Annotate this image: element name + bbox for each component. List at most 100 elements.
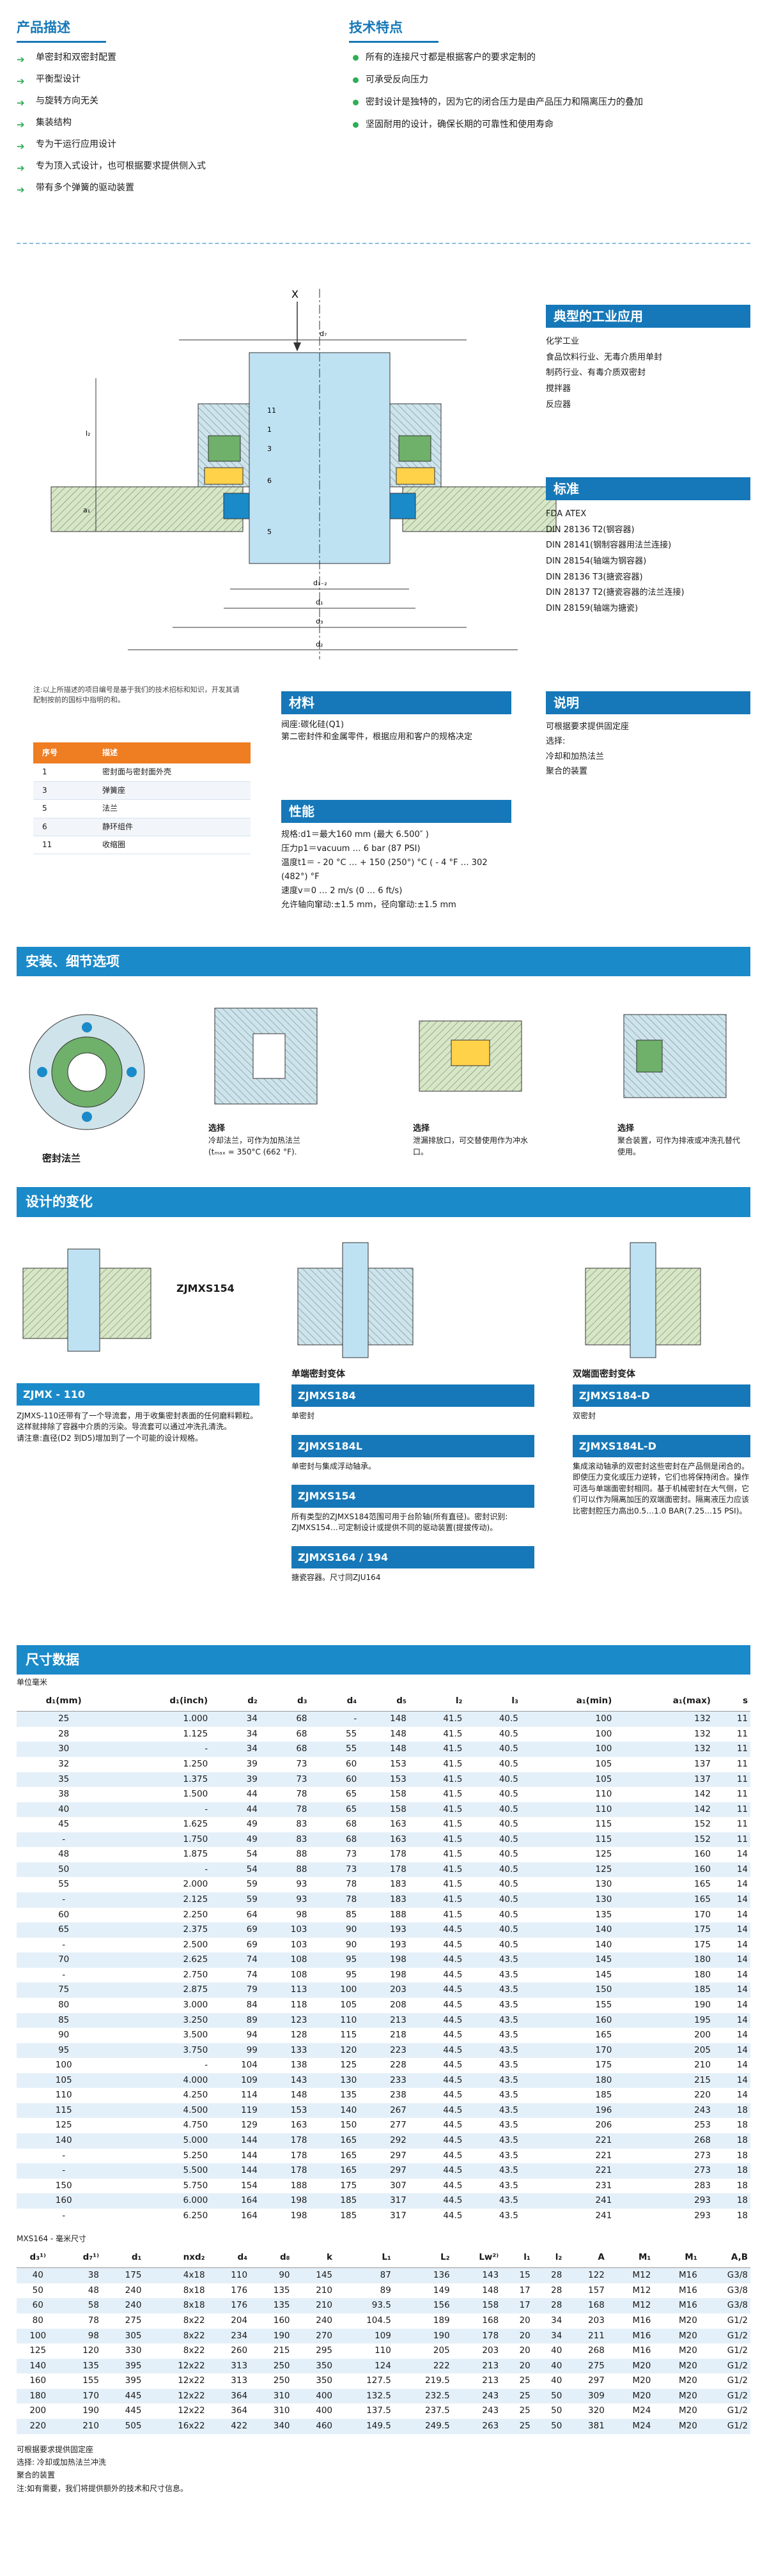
- notes-title: 说明: [546, 691, 750, 714]
- feature-text: 专为干运行应用设计: [36, 139, 116, 150]
- table-cell: 43.5: [499, 1999, 518, 2010]
- single-variant-drawing: [297, 1242, 414, 1358]
- table-cell: 175: [614, 1922, 713, 1938]
- table-cell: 198: [290, 2210, 307, 2221]
- option-1: 选择 冷却法兰，可作为加热法兰 (tₘₐₓ = 350°C (662 °F).: [208, 1123, 336, 1158]
- table-cell: 83: [260, 1832, 310, 1848]
- table-cell: 80: [32, 2315, 43, 2326]
- flange-drawing: [29, 1014, 145, 1130]
- table-cell: 231: [595, 2180, 612, 2191]
- table-cell: 206: [595, 2120, 612, 2131]
- table-cell: 2.625: [111, 1952, 211, 1968]
- table-cell: 14: [736, 1939, 748, 1950]
- table-cell: 14: [713, 2043, 750, 2058]
- table-cell: 143: [260, 2073, 310, 2089]
- part-desc: 静环组件: [93, 818, 251, 836]
- performance-text: 规格:d1＝最大160 mm (最大 6.500″ ) 压力p1＝vacuum …: [281, 830, 488, 910]
- table-cell: 128: [290, 2030, 307, 2041]
- check-icon: ➔: [17, 54, 25, 66]
- table-cell: 78: [346, 1879, 357, 1890]
- table-cell: 185: [309, 2193, 360, 2209]
- table-cell: 129: [241, 2120, 258, 2131]
- table-cell: 39: [246, 1758, 258, 1769]
- table-cell: 43.5: [499, 2150, 518, 2161]
- install-title-bar: 安装、细节选项: [17, 947, 750, 977]
- table-header: d₃: [260, 1690, 310, 1712]
- feature-item: ➔集装结构: [17, 117, 336, 130]
- table-cell: 142: [694, 1789, 711, 1800]
- table-cell: 15: [501, 2267, 533, 2283]
- table-cell: 140: [309, 2103, 360, 2119]
- table-cell: 140: [17, 2358, 59, 2374]
- part-no: 5: [33, 799, 94, 818]
- table-cell: 104.5: [366, 2315, 391, 2326]
- table-cell: 180: [17, 2388, 59, 2404]
- table-cell: 43.5: [465, 2193, 521, 2209]
- table-cell: 94: [246, 2030, 258, 2041]
- table-cell: 8x22: [183, 2315, 205, 2326]
- table-cell: 43.5: [499, 2090, 518, 2101]
- table-cell: 40.5: [465, 1772, 521, 1788]
- table-cell: 4.500: [111, 2103, 211, 2119]
- double-variants: 双端面密封变体 ZJMXS184-D 双密封 ZJMXS184L-D 集成滚动轴…: [573, 1368, 750, 1521]
- table-cell: 44.5: [408, 2103, 465, 2119]
- table-cell: 136: [393, 2267, 453, 2283]
- spec-item: 可承受反向压力: [349, 74, 745, 86]
- table-cell: 20: [519, 2345, 531, 2356]
- table-cell: 395: [125, 2375, 142, 2386]
- variant-154-title: ZJMXS154: [291, 1485, 534, 1508]
- table-cell: 165: [309, 2133, 360, 2149]
- footer-line: 聚合的装置: [17, 2471, 56, 2480]
- parts-header-desc: 描述: [93, 742, 251, 764]
- table-cell: 237.5: [425, 2405, 450, 2416]
- table-cell: 20: [519, 2315, 531, 2326]
- table-cell: 41.5: [443, 1849, 463, 1860]
- double-variant-drawing: [585, 1242, 701, 1358]
- table-cell: 43.5: [465, 2133, 521, 2149]
- table-cell: 143: [452, 2267, 502, 2283]
- table-cell: 49: [210, 1832, 260, 1848]
- dims-title-bar: 尺寸数据: [17, 1644, 750, 1675]
- table-cell: 40.5: [499, 1819, 518, 1830]
- table-cell: 41.5: [408, 1862, 465, 1878]
- table-cell: M20: [632, 2375, 651, 2386]
- notes-panel: 说明 可根据要求提供固定座 选择: 冷却和加热法兰 聚合的装置: [546, 691, 750, 785]
- table-cell: 211: [564, 2328, 607, 2344]
- table-cell: 164: [241, 2210, 258, 2221]
- table-cell: 11: [736, 1758, 748, 1769]
- table-cell: 44.5: [443, 2030, 463, 2041]
- table-cell: 297: [359, 2163, 409, 2179]
- table-cell: 163: [390, 1819, 407, 1830]
- table-cell: 14: [713, 1892, 750, 1908]
- table-header: d₄: [309, 1690, 360, 1712]
- dim-d2: d₂: [316, 640, 323, 648]
- table-cell: 14: [713, 1862, 750, 1878]
- feature-text: 单密封和双密封配置: [36, 52, 116, 63]
- table-cell: 18: [736, 2120, 748, 2131]
- table-cell: 135: [273, 2285, 290, 2296]
- table-cell: 130: [520, 1892, 615, 1908]
- feature-text: 与旋转方向无关: [36, 96, 98, 107]
- bolt-hole: [37, 1067, 47, 1078]
- table-header: d₁(inch): [111, 1690, 211, 1712]
- table-cell: 73: [296, 1758, 307, 1769]
- table-cell: 203: [588, 2315, 605, 2326]
- table-cell: 44: [246, 1789, 258, 1800]
- table-cell: 44: [210, 1802, 260, 1818]
- table-cell: 149.5: [335, 2418, 394, 2434]
